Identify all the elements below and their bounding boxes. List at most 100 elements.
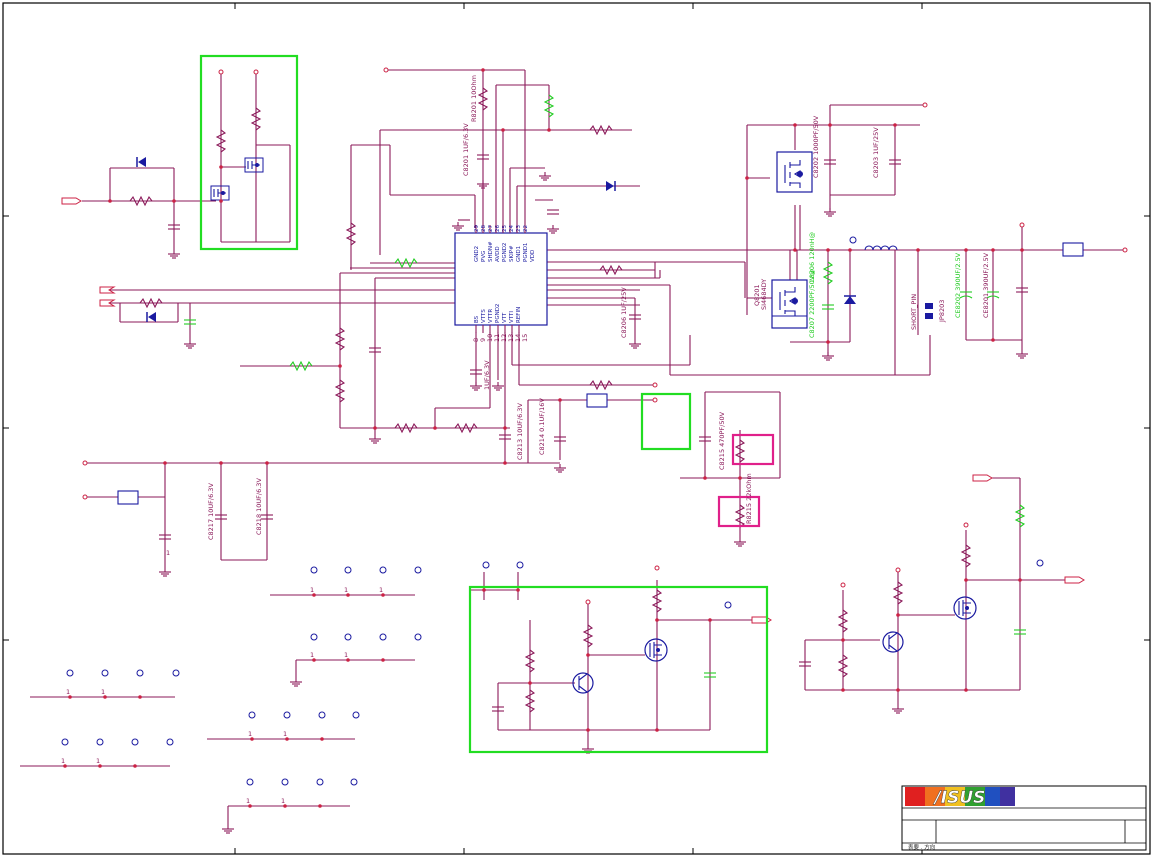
pin-digit: 1 bbox=[166, 549, 170, 557]
pin-digit: 1 bbox=[66, 688, 70, 696]
ic-pin-vtt: VTT bbox=[502, 312, 508, 323]
ic-pin-num-22: 22 bbox=[523, 225, 529, 232]
label-c8218: C8218 10UF/6.3V bbox=[255, 478, 263, 535]
ic-pin-num-15: 15 bbox=[521, 334, 529, 342]
ic-pin-gnd1: GND1 bbox=[516, 246, 522, 262]
pin-digit: 1 bbox=[61, 757, 65, 765]
label-c8202: C8202 1000PF/50V bbox=[812, 115, 820, 178]
ic-pin-num-8: 8 bbox=[472, 338, 480, 342]
pin-digit: 1 bbox=[344, 651, 348, 659]
connector-boxes bbox=[117, 242, 1084, 505]
diodes bbox=[136, 157, 856, 322]
ic-pin-num-9: 9 bbox=[479, 338, 487, 342]
ic-pin-num-13: 13 bbox=[507, 334, 515, 342]
label-jp8201: SHORT_PIN bbox=[910, 294, 918, 330]
green-capacitors bbox=[184, 291, 1026, 678]
resistors bbox=[129, 87, 972, 713]
ic-pin-pvg: PVG bbox=[481, 251, 487, 262]
pin-digit: 1 bbox=[310, 651, 314, 659]
highlight-box-r8215-top bbox=[731, 433, 775, 466]
mosfet-green-box bbox=[644, 638, 668, 662]
label-q8201: Q8201 bbox=[753, 284, 761, 306]
ic-pin-pgnd2: PGND2 bbox=[502, 243, 508, 262]
ic-u8201: GND2 PVG SHDN# AVDD PGND2 SKIP# GND1 PGN… bbox=[454, 225, 548, 342]
label-c8203: C8203 1UF/25V bbox=[872, 127, 880, 178]
highlight-box-pwr-switch bbox=[199, 54, 299, 251]
test-points bbox=[61, 236, 1044, 786]
asus-logo: /ISUS bbox=[933, 788, 986, 808]
ic-pin-vttr: VTTR bbox=[488, 309, 494, 323]
highlight-box-empty bbox=[640, 392, 692, 451]
ic-pin-num-29: 29 bbox=[474, 225, 480, 232]
label-ce8201: CE8201 390UF/2.5V bbox=[982, 252, 990, 318]
label-c8206: C8206 1UF/25V bbox=[620, 287, 628, 338]
ic-pin-bs: BS bbox=[474, 315, 480, 323]
ic-pin-pgnd1: PGND1 bbox=[523, 243, 529, 262]
ic-pin-num-27: 27 bbox=[488, 225, 494, 232]
ground-symbols bbox=[159, 172, 1028, 834]
pin-digit: 1 bbox=[246, 797, 250, 805]
ic-pin-pgnd2b: PGND2 bbox=[495, 304, 501, 323]
label-c8214: C8214 0.1UF/16V bbox=[538, 398, 546, 455]
green-beads bbox=[289, 94, 1026, 528]
ic-pin-vdd: VDD bbox=[530, 250, 536, 262]
label-c8213: C8213 10UF/6.3V bbox=[516, 403, 524, 460]
label-ce8202: CE8202 390UF/2.5V bbox=[954, 252, 962, 318]
power-rail-dots bbox=[82, 67, 1128, 605]
pin-digit: 1 bbox=[96, 757, 100, 765]
ic-pin-vtts: VTTS bbox=[481, 309, 487, 323]
label-c8213-val: 1UF/6.3V bbox=[483, 360, 491, 390]
label-r8215: R8215 22kOhm bbox=[745, 473, 753, 524]
title-block: /ISUS 表要 . 方向 bbox=[901, 785, 1147, 851]
label-c8207: C8207 2200PF/50V@ bbox=[808, 269, 816, 338]
label-c8215: C8215 470PF/50V bbox=[718, 411, 726, 470]
label-jp8203: JP8203 bbox=[938, 300, 946, 323]
mosfet-right-bottom bbox=[953, 596, 977, 620]
ic-pin-num-25: 25 bbox=[502, 225, 508, 232]
ic-pin-num-26: 26 bbox=[495, 225, 501, 232]
pin-digit: 1 bbox=[310, 586, 314, 594]
mosfet-q8201-high bbox=[776, 151, 813, 193]
junction-dots bbox=[63, 68, 1024, 808]
zone-ticks bbox=[3, 3, 1150, 854]
ic-pin-num-10: 10 bbox=[486, 334, 494, 342]
pin-digit: 1 bbox=[283, 730, 287, 738]
pin-digit: 1 bbox=[101, 688, 105, 696]
label-l8206: L8206 120nH@ bbox=[808, 231, 816, 282]
ic-pin-refin: REFIN bbox=[516, 307, 522, 323]
pin-digit: 1 bbox=[379, 586, 383, 594]
ic-pin-num-11: 11 bbox=[493, 334, 501, 342]
pin-digit: 1 bbox=[248, 730, 252, 738]
ic-pin-shdn: SHDN# bbox=[488, 241, 494, 262]
ic-pin-skip: SKIP# bbox=[509, 245, 515, 262]
mosfet-top-left-2 bbox=[210, 185, 230, 201]
mosfet-q8201-low bbox=[771, 279, 808, 329]
inductor-l8201 bbox=[864, 245, 898, 251]
ic-pin-avdd: AVDD bbox=[495, 246, 501, 262]
ic-pin-vtti: VTTI bbox=[509, 311, 515, 323]
label-q8201-part: SI4684DY bbox=[760, 279, 768, 310]
title-block-footer: 表要 . 方向 bbox=[908, 843, 935, 851]
bjt-green-box bbox=[572, 672, 594, 694]
ic-pin-num-24: 24 bbox=[509, 225, 515, 232]
pin-digit: 1 bbox=[344, 586, 348, 594]
ic-pin-num-23: 23 bbox=[516, 225, 522, 232]
ic-pin-num-12: 12 bbox=[500, 334, 508, 342]
ic-pin-gnd2: GND2 bbox=[474, 246, 480, 262]
highlight-box-driver bbox=[468, 585, 769, 754]
label-c8217: C8217 10UF/6.3V bbox=[207, 483, 215, 540]
pin-digit-markers: 1 1 1 1 1 1 1 1 1 1 1 1 1 1 bbox=[61, 549, 383, 805]
label-c8201: C8201 1UF/6.3V bbox=[462, 123, 470, 176]
ic-pin-num-14: 14 bbox=[514, 334, 522, 342]
capacitors bbox=[159, 154, 1028, 712]
mosfet-top-left-1 bbox=[244, 157, 264, 173]
bjt-right-bottom bbox=[882, 631, 904, 653]
pin-digit: 1 bbox=[281, 797, 285, 805]
label-r8201: R8201 10Ohm bbox=[470, 75, 478, 122]
highlight-box-r8215 bbox=[717, 495, 761, 528]
ic-pin-num-28: 28 bbox=[481, 225, 487, 232]
net-wires bbox=[20, 69, 1125, 825]
highlight-boxes bbox=[199, 54, 775, 754]
